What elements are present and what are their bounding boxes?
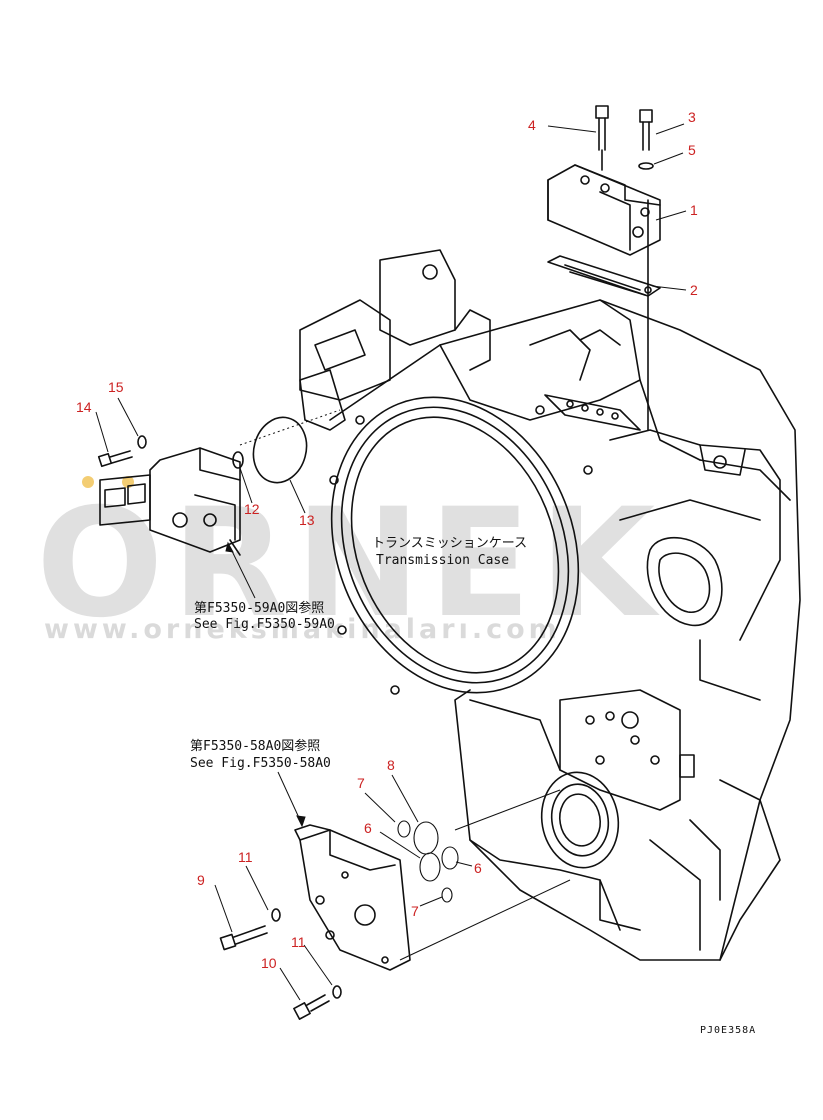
washer-15-drawing [137,435,147,449]
oring-7a [397,820,411,838]
reference-2-jp: 第F5350-58A0図参照 [190,738,320,754]
reference-2-en: See Fig.F5350-58A0 [190,756,331,771]
case-label-jp: トランスミッションケース [372,536,527,551]
callout-7a: 7 [357,775,365,791]
callout-2: 2 [690,282,698,298]
callout-3: 3 [688,109,696,125]
callout-11a: 11 [238,849,253,865]
washer-11b [332,985,342,999]
watermark-dot-left [82,476,94,488]
watermark: ORNEK www.orneksmakinaları.com [36,476,663,651]
reference-1-jp: 第F5350-59A0図参照 [194,600,324,616]
callout-numbers: 1 2 3 4 5 6 6 7 7 8 9 10 11 11 12 13 14 … [76,109,698,971]
oring-6b [441,846,459,870]
callout-14: 14 [76,399,92,415]
watermark-url: www.orneksmakinaları.com [44,614,561,645]
callout-9: 9 [197,872,205,888]
callout-11b: 11 [291,934,306,950]
callout-6b: 6 [474,860,482,876]
oring-8a [413,821,439,855]
callout-13: 13 [299,512,315,528]
callout-8: 8 [387,757,395,773]
reference-1-en: See Fig.F5350-59A0 [194,617,335,632]
callout-10: 10 [261,955,277,971]
callout-7b: 7 [411,903,419,919]
bolt-10-drawing [293,994,330,1020]
callout-4: 4 [528,117,536,133]
washer-11a [271,908,281,922]
callout-1: 1 [690,202,698,218]
washer-5-drawing [638,162,654,170]
bolt-4-drawing [595,105,609,171]
transmission-case-drawing [299,249,801,961]
valve-block-drawing [547,164,661,431]
oring-13-drawing [252,416,308,484]
case-label-en: Transmission Case [376,553,509,568]
callout-15: 15 [108,379,124,395]
oring-6a [419,852,441,882]
orings-6-7-8-drawing [397,820,459,903]
lower-valve-drawing [294,824,411,971]
leader-lines [95,123,687,1001]
washers-11-drawing [271,908,342,999]
oring-7b [441,887,453,903]
drawing-code: PJ0E358A [700,1025,756,1036]
left-valve-drawing [99,447,241,556]
watermark-brand: ORNEK [36,477,663,651]
callout-5: 5 [688,142,696,158]
gasket-drawing [547,255,661,297]
callout-6a: 6 [364,820,372,836]
bolt-3-drawing [639,109,653,151]
oring-12-drawing [232,451,244,469]
text-labels: トランスミッションケース Transmission Case 第F5350-59… [190,536,756,1036]
bolt-9-drawing [219,925,268,951]
bolt-14-drawing [97,450,133,468]
callout-12: 12 [244,501,260,517]
